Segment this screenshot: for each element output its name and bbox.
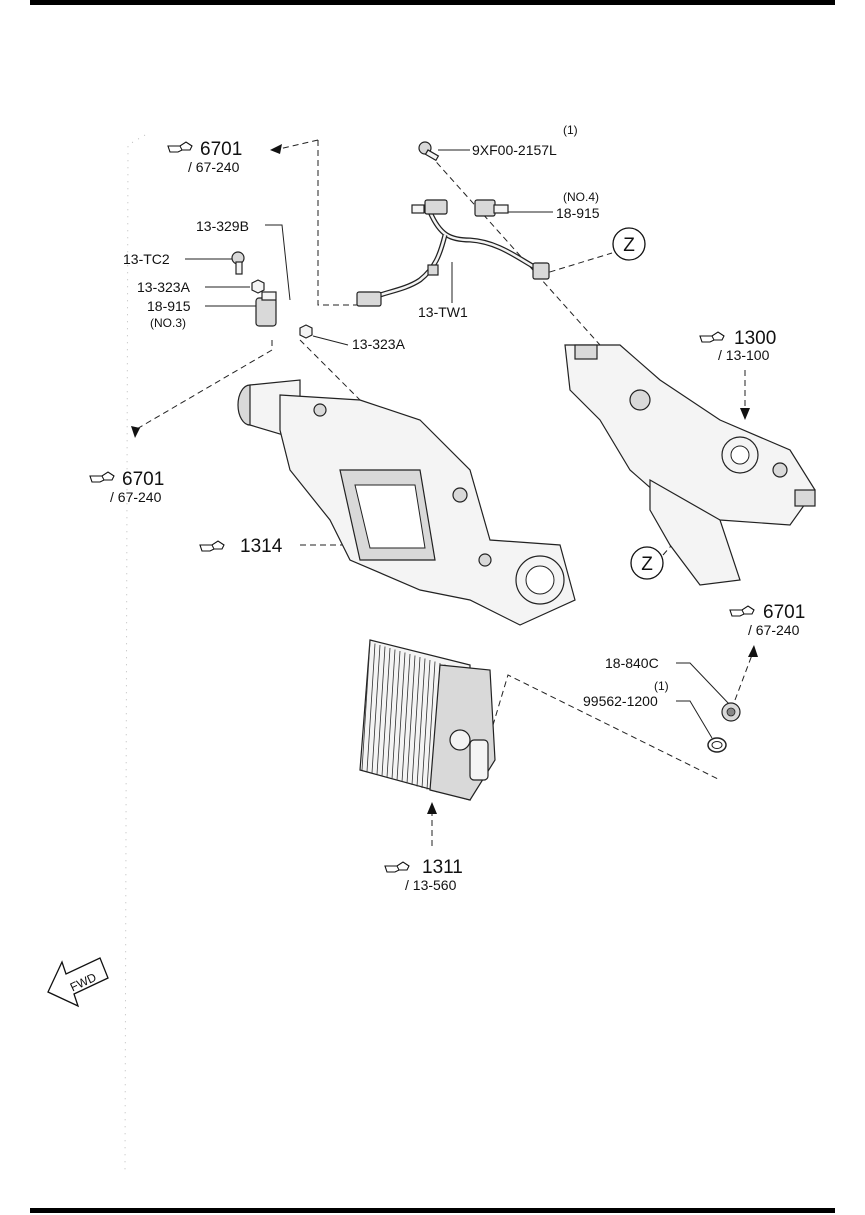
z-marker-upper: Z [612, 227, 646, 261]
sensor-part-b: 18-915 [147, 298, 191, 314]
guide-line [299, 339, 371, 411]
bottom-border [30, 1208, 835, 1213]
svg-text:1311: 1311 [422, 857, 463, 878]
ref-1300[interactable]: 1300 / 13-100 [699, 328, 776, 363]
arrow-head [740, 408, 750, 420]
guide-line [274, 139, 319, 151]
bolt-13tc2 [231, 251, 245, 275]
intake-housing [237, 379, 576, 626]
svg-text:Z: Z [623, 235, 635, 256]
svg-text:1314: 1314 [240, 536, 283, 557]
sensor-no3 [255, 291, 277, 327]
bracket-label: 13-329B [196, 218, 249, 234]
plug-18-840c [721, 702, 741, 722]
ref-6701-top[interactable]: 6701 / 67-240 [167, 139, 242, 175]
leader-line [312, 335, 349, 346]
wiring-harness [356, 199, 550, 307]
ref-1314[interactable]: 1314 [199, 536, 283, 557]
seal-qty: (1) [654, 679, 669, 693]
svg-text:/ 67-240: / 67-240 [110, 489, 162, 505]
seal-part-number: 99562-1200 [583, 693, 658, 709]
guide-line [734, 654, 753, 701]
svg-text:/ 13-560: / 13-560 [405, 877, 457, 893]
svg-text:/ 67-240: / 67-240 [188, 159, 240, 175]
pointing-hand-icon [199, 540, 225, 552]
svg-text:Z: Z [641, 554, 653, 575]
arrow-head [427, 802, 437, 814]
nut-b-label: 13-323A [352, 336, 406, 352]
sensor-no3-label: (NO.3) [150, 316, 186, 330]
intake-manifold [564, 344, 816, 586]
tc2-label: 13-TC2 [123, 251, 170, 267]
fwd-arrow-icon: FWD [47, 957, 109, 1008]
bolt-part [418, 141, 440, 162]
guide-line [134, 349, 273, 431]
nut-13-323a [251, 279, 265, 294]
svg-text:6701: 6701 [122, 469, 164, 490]
leader-line [676, 700, 713, 739]
seal-ring [707, 737, 727, 753]
svg-text:/ 13-100: / 13-100 [718, 347, 770, 363]
sensor-part-a: 18-915 [556, 205, 600, 221]
nut-13-323a-lower [299, 324, 313, 339]
pointing-hand-icon [89, 471, 115, 483]
pointing-hand-icon [699, 331, 725, 343]
ref-6701-right[interactable]: 6701 / 67-240 [729, 602, 805, 638]
guide-line [429, 154, 601, 346]
pointing-hand-icon [384, 861, 410, 873]
arrow-head [131, 426, 140, 438]
bolt-qty: (1) [563, 123, 578, 137]
svg-text:6701: 6701 [200, 139, 242, 160]
pointing-hand-icon [167, 141, 193, 153]
svg-text:6701: 6701 [763, 602, 805, 623]
pointing-hand-icon [729, 605, 755, 617]
sensor-no4 [474, 199, 509, 217]
z-marker-lower: Z [630, 546, 664, 580]
top-border [30, 0, 835, 5]
guide-line [489, 674, 721, 781]
arrow-head [748, 645, 758, 657]
plug-label: 18-840C [605, 655, 659, 671]
cooler-core [359, 639, 496, 801]
guide-line [662, 529, 686, 556]
svg-text:/ 67-240: / 67-240 [748, 622, 800, 638]
bolt-part-number: 9XF00-2157L [472, 142, 557, 158]
guide-line [539, 252, 613, 276]
nut-a-label: 13-323A [137, 279, 191, 295]
guide-line [317, 140, 360, 306]
arrow-head [270, 144, 282, 154]
sensor-no4-label: (NO.4) [563, 190, 599, 204]
leader-line [676, 662, 731, 706]
harness-label: 13-TW1 [418, 304, 468, 320]
svg-text:1300: 1300 [734, 328, 776, 349]
ref-1311[interactable]: 1311 / 13-560 [384, 857, 463, 893]
ref-6701-left[interactable]: 6701 / 67-240 [89, 469, 164, 505]
leader-line [265, 224, 291, 301]
